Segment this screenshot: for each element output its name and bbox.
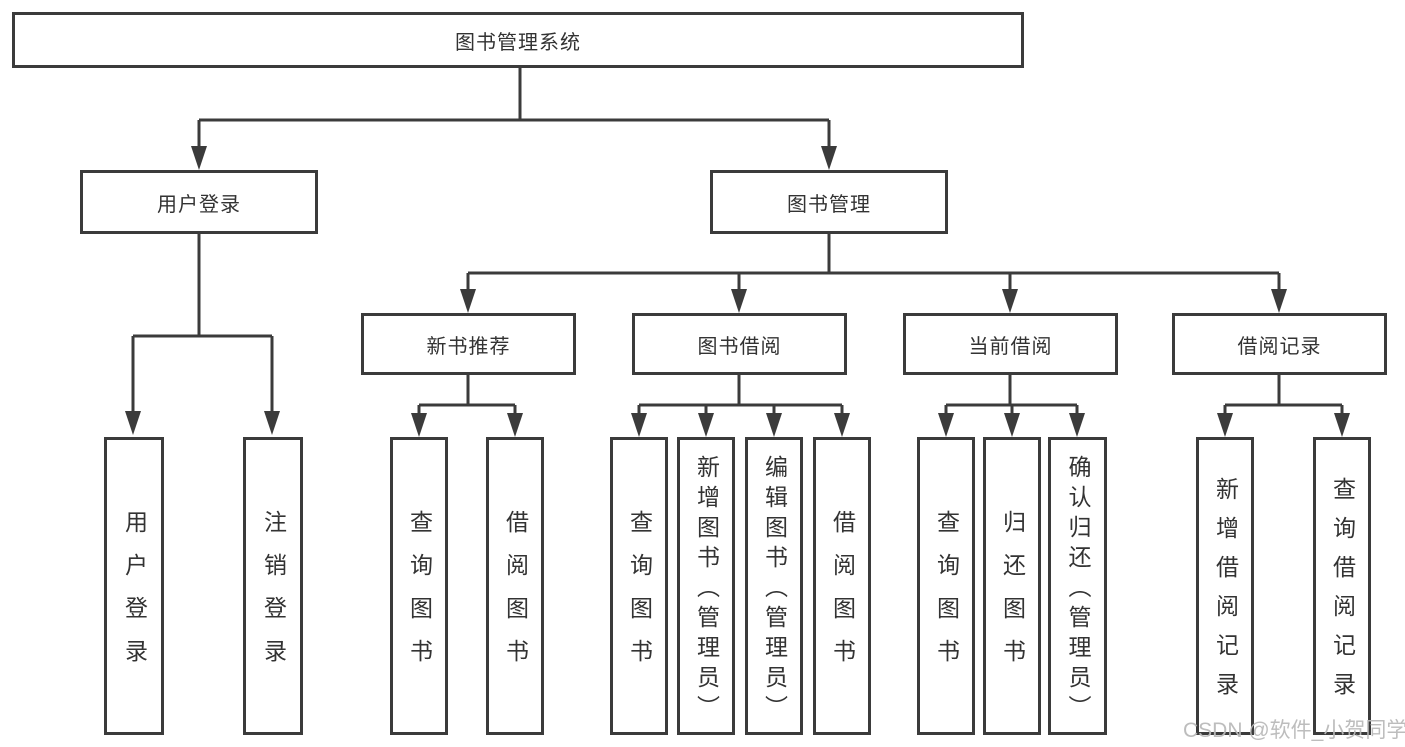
node-root-library-system: 图书管理系统 xyxy=(12,12,1024,68)
leaf-borrow-books: 借阅图书 xyxy=(813,437,871,735)
leaf-query-borrow-record: 查询借阅记录 xyxy=(1313,437,1371,735)
csdn-watermark: CSDN @软件_小贺同学 xyxy=(1183,719,1405,742)
leaf-edit-books-admin: 编辑图书（管理员） xyxy=(745,437,803,735)
node-label: 借阅图书 xyxy=(502,510,529,682)
node-label: 借阅记录 xyxy=(1237,335,1322,358)
node-label: 查询图书 xyxy=(626,510,653,682)
node-label: 图书管理 xyxy=(787,193,871,216)
node-label: 查询图书 xyxy=(933,510,960,682)
node-current-borrowing: 当前借阅 xyxy=(903,313,1118,375)
node-label: 当前借阅 xyxy=(968,335,1053,358)
node-borrowing-records: 借阅记录 xyxy=(1172,313,1387,375)
leaf-add-books-admin: 新增图书（管理员） xyxy=(677,437,735,735)
node-label: 归还图书 xyxy=(999,510,1026,682)
node-book-borrowing: 图书借阅 xyxy=(632,313,847,375)
leaf-user-login: 用户登录 xyxy=(104,437,164,735)
node-label: 新增借阅记录 xyxy=(1212,477,1239,711)
node-label: 图书借阅 xyxy=(697,335,782,358)
node-book-management-branch: 图书管理 xyxy=(710,170,948,234)
leaf-logout: 注销登录 xyxy=(243,437,303,735)
node-label: 借阅图书 xyxy=(829,510,856,682)
leaf-return-books: 归还图书 xyxy=(983,437,1041,735)
node-label: 用户登录 xyxy=(121,510,148,682)
node-label: 图书管理系统 xyxy=(455,31,581,54)
leaf-query-books-current: 查询图书 xyxy=(917,437,975,735)
leaf-query-books-borrowing: 查询图书 xyxy=(610,437,668,735)
arrowhead-icons xyxy=(125,146,1350,437)
node-label: 注销登录 xyxy=(260,510,287,682)
leaf-add-borrow-record: 新增借阅记录 xyxy=(1196,437,1254,735)
leaf-borrow-books-recommend: 借阅图书 xyxy=(486,437,544,735)
node-label: 新增图书（管理员） xyxy=(693,454,720,725)
node-label: 确认归还（管理员） xyxy=(1065,454,1091,725)
node-label: 用户登录 xyxy=(157,193,241,216)
node-label: 编辑图书（管理员） xyxy=(761,454,788,725)
node-label: 新书推荐 xyxy=(426,335,511,358)
node-new-book-recommend: 新书推荐 xyxy=(361,313,576,375)
leaf-confirm-return-admin: 确认归还（管理员） xyxy=(1048,437,1107,735)
node-label: 查询借阅记录 xyxy=(1329,477,1356,711)
leaf-query-books-recommend: 查询图书 xyxy=(390,437,448,735)
node-label: 查询图书 xyxy=(406,510,433,682)
node-user-login-branch: 用户登录 xyxy=(80,170,318,234)
